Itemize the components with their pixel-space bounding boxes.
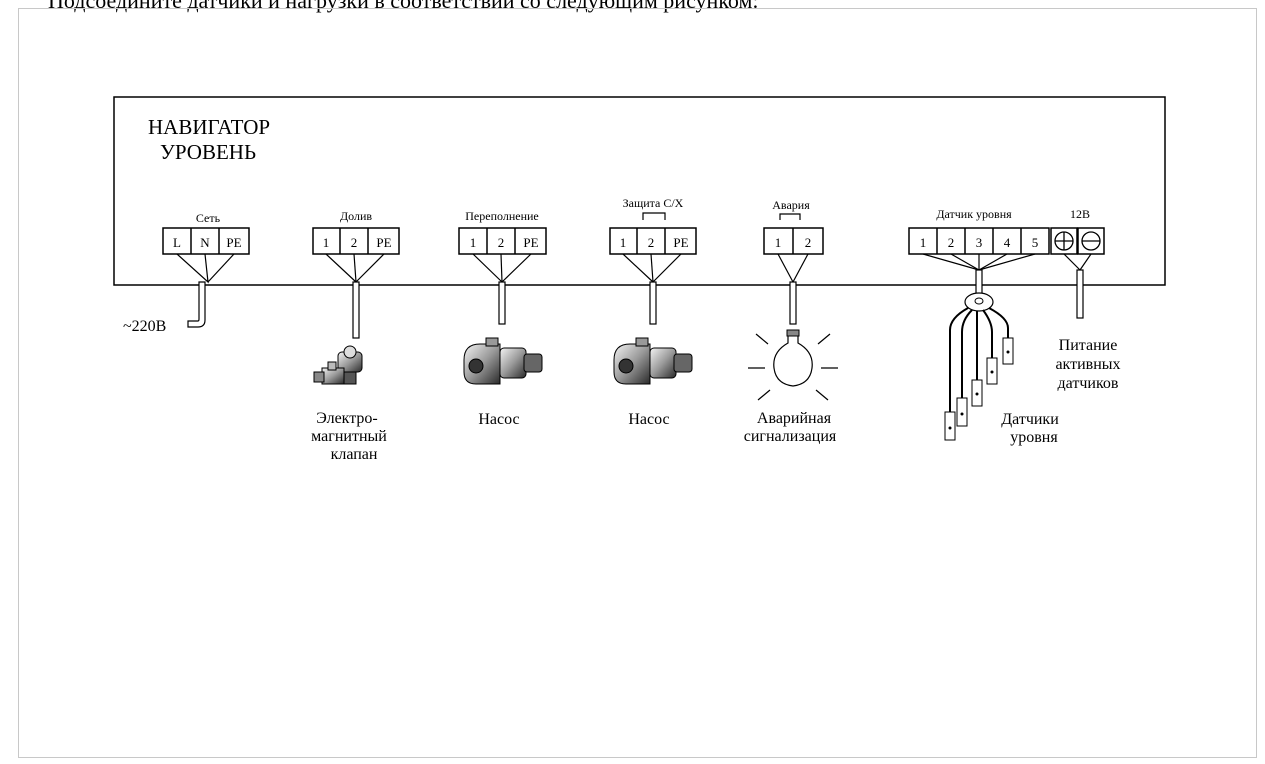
terminal-alarm-label: Авария: [772, 198, 810, 212]
mains-cable: [187, 281, 206, 328]
terminal-overflow-label: Переполнение: [465, 209, 539, 223]
pump-icon: [463, 337, 543, 385]
pin-overflow-1: 1: [470, 235, 477, 250]
terminal-power-label: Сеть: [196, 211, 221, 225]
sensors-label-2: уровня: [1010, 429, 1058, 446]
valve-icon: [313, 345, 363, 385]
pin-level-1: 1: [920, 235, 927, 250]
plus-terminal-icon: [1054, 231, 1074, 251]
terminal-power: Сеть L N PE ~220В: [123, 211, 250, 335]
terminal-supply12: 12В: [1050, 207, 1105, 319]
pin-refill-2: 2: [351, 235, 358, 250]
terminal-refill-label: Долив: [340, 209, 372, 223]
pin-overflow-PE: PE: [523, 235, 538, 250]
terminal-overflow: Переполнение 1 2 PE: [458, 209, 547, 325]
alarm-signal-label-1: Аварийная: [757, 410, 832, 427]
terminal-alarm: Авария 1 2: [763, 198, 824, 325]
pump2-label: Насос: [628, 411, 669, 428]
pin-level-3: 3: [976, 235, 983, 250]
valve-label-3: клапан: [331, 446, 378, 463]
active-power-label-1: Питание: [1059, 337, 1118, 354]
mains-label: ~220В: [123, 318, 166, 335]
lamp-icon: [748, 329, 838, 401]
device-title-line1: НАВИГАТОР: [148, 115, 270, 139]
pin-level-2: 2: [948, 235, 955, 250]
terminal-refill: Долив 1 2 PE: [312, 209, 400, 339]
pin-level-5: 5: [1032, 235, 1039, 250]
alarm-signal-label-2: сигнализация: [744, 428, 837, 445]
active-power-label-3: датчиков: [1058, 375, 1119, 392]
terminal-level-sensor-label: Датчик уровня: [936, 207, 1012, 221]
pump-icon: [613, 337, 693, 385]
valve-label-1: Электро-: [316, 410, 378, 427]
pin-power-L: L: [173, 235, 181, 250]
pin-power-N: N: [200, 235, 210, 250]
pin-refill-1: 1: [323, 235, 330, 250]
pin-overflow-2: 2: [498, 235, 505, 250]
terminal-dryrun: Защита С/Х 1 2 PE: [609, 196, 697, 325]
pump1-label: Насос: [478, 411, 519, 428]
pin-power-PE: PE: [226, 235, 241, 250]
pin-alarm-2: 2: [805, 235, 812, 250]
figure-frame: [18, 8, 1257, 758]
pin-dryrun-1: 1: [620, 235, 627, 250]
pin-dryrun-PE: PE: [673, 235, 688, 250]
pin-dryrun-2: 2: [648, 235, 655, 250]
device-box: [113, 96, 1166, 286]
pin-alarm-1: 1: [775, 235, 782, 250]
sensor-probes-icon: [944, 292, 1014, 441]
pin-refill-PE: PE: [376, 235, 391, 250]
pin-level-4: 4: [1004, 235, 1011, 250]
minus-terminal-icon: [1081, 231, 1101, 251]
intro-text: Подсоедините датчики и нагрузки в соотве…: [48, 0, 759, 13]
valve-label-2: магнитный: [311, 428, 387, 445]
terminal-dryrun-label: Защита С/Х: [623, 196, 684, 210]
terminal-supply12-label: 12В: [1070, 207, 1090, 221]
device-title-line2: УРОВЕНЬ: [160, 140, 256, 164]
active-power-label-2: активных: [1055, 356, 1120, 373]
terminal-level-sensor: Датчик уровня 1 2 3 4 5: [908, 207, 1050, 295]
sensors-label-1: Датчики: [1001, 411, 1059, 428]
